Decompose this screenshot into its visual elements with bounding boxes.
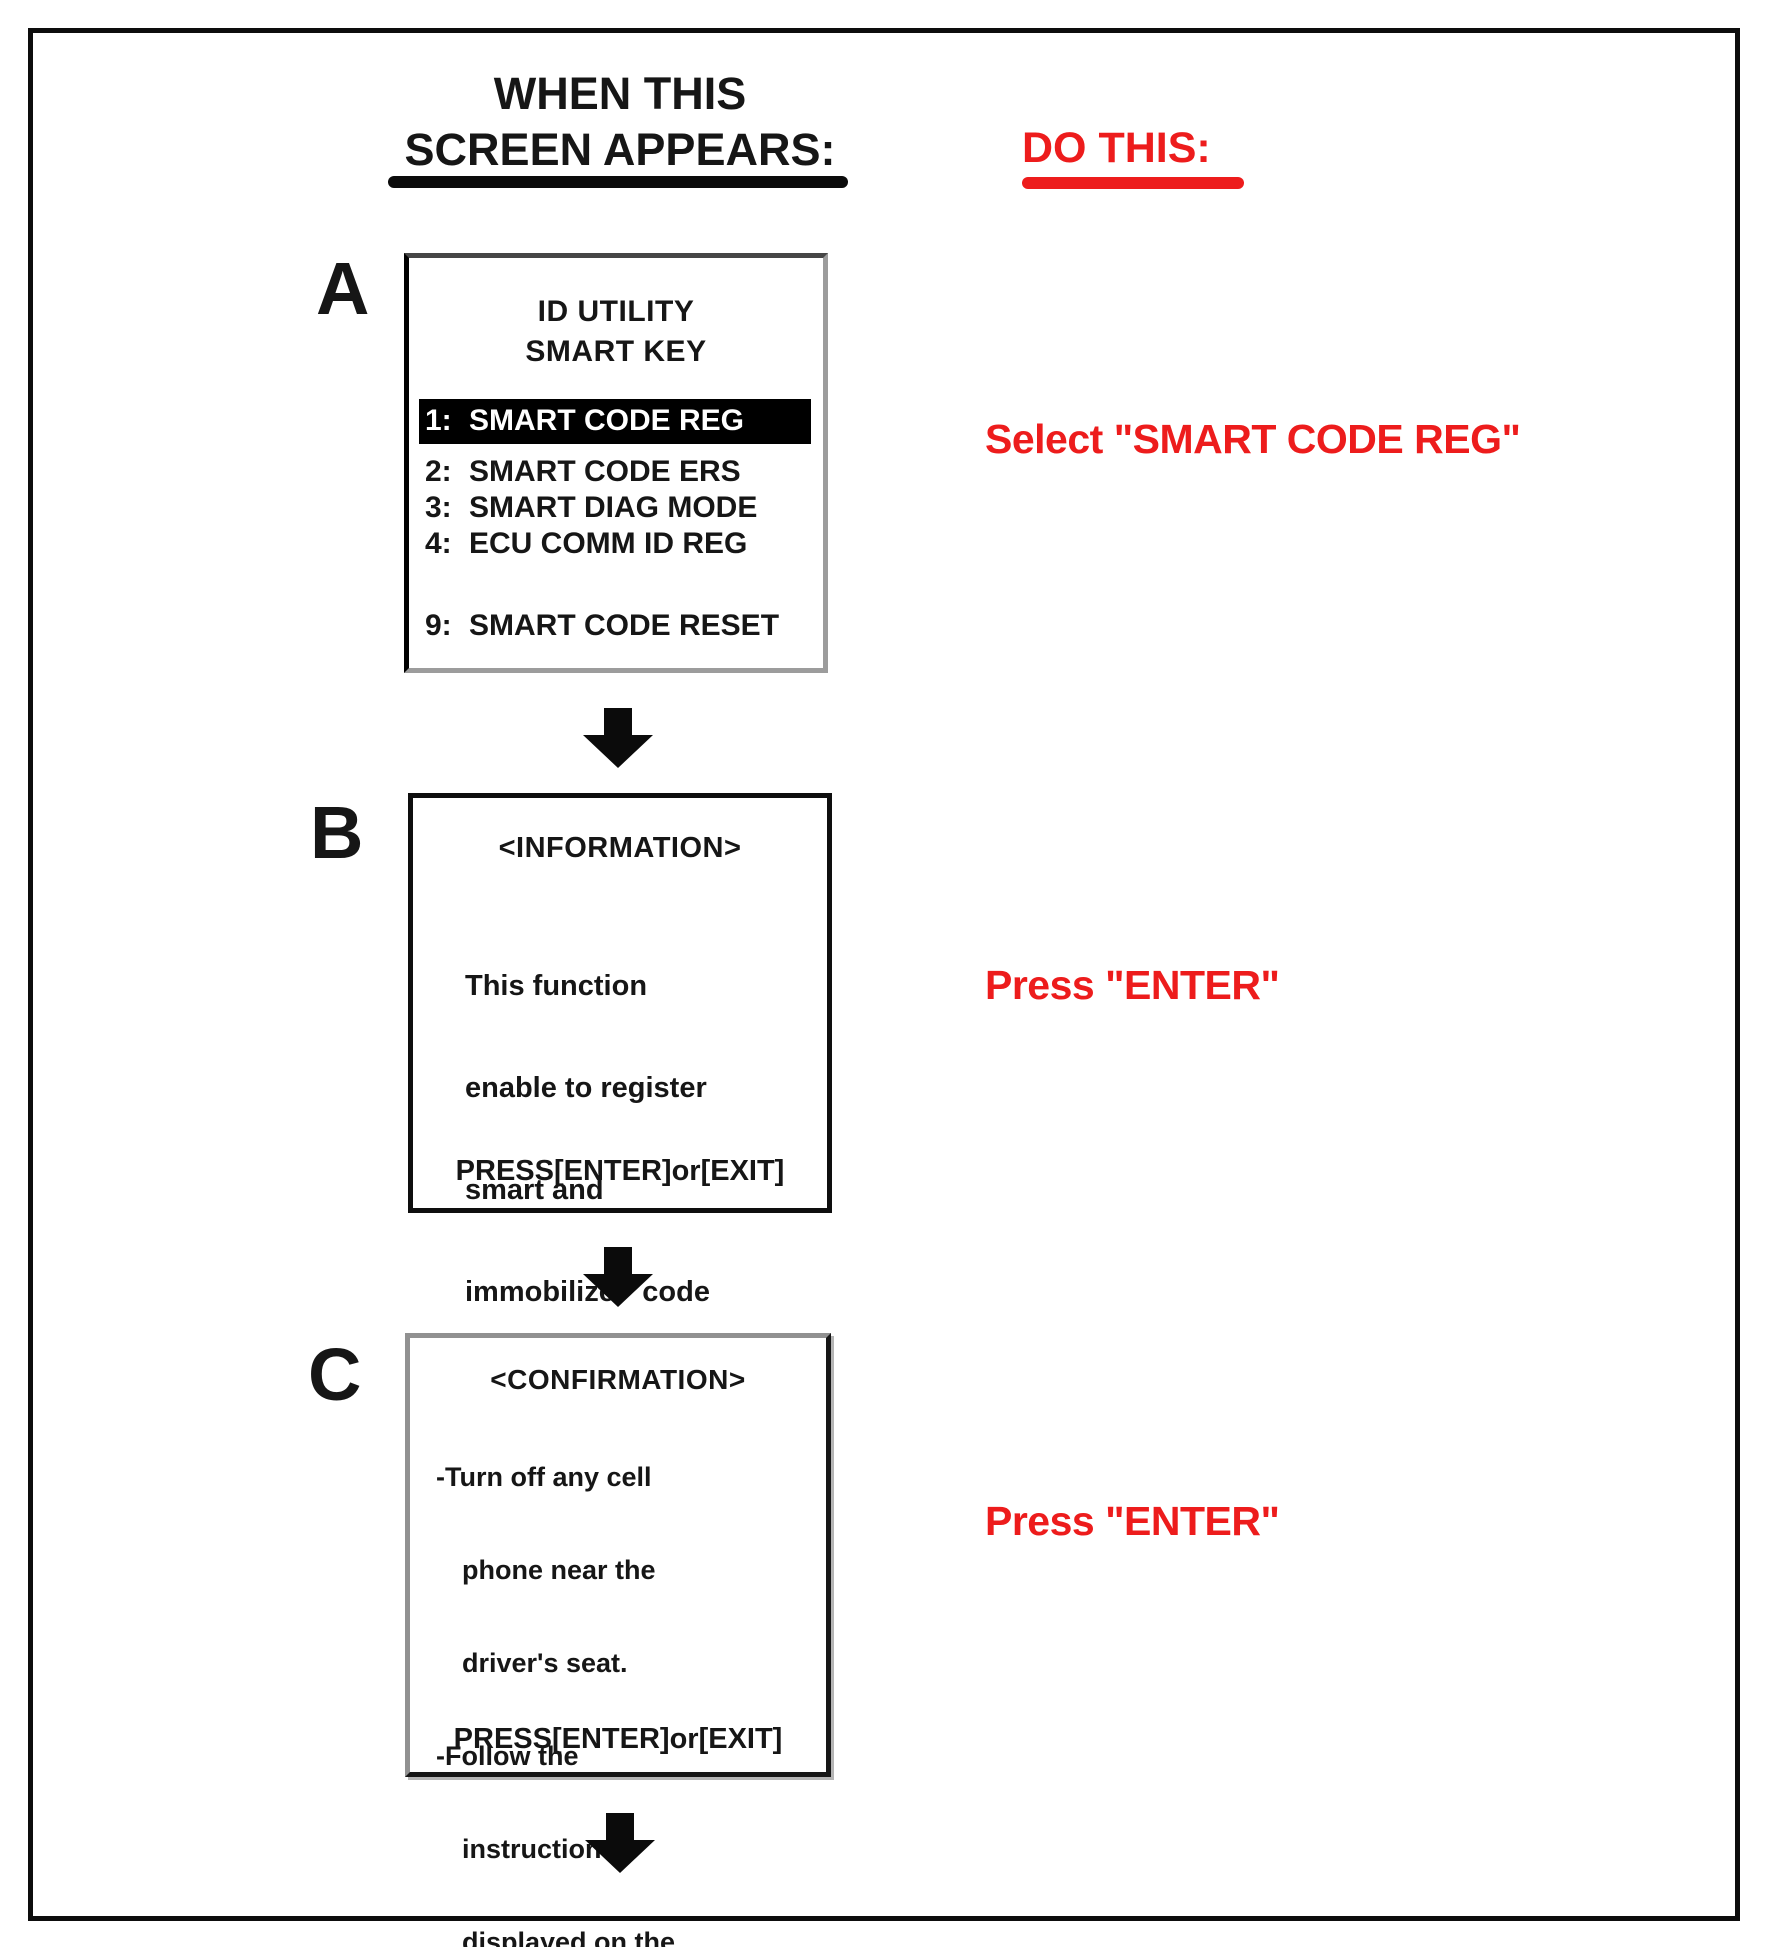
screen-c-body: -Turn off any cell phone near the driver… [410, 1400, 826, 1947]
screen-b-body-line: This function [465, 970, 648, 1002]
action-press-enter-b: Press "ENTER" [985, 962, 1280, 1008]
screen-c-line: driver's seat. [462, 1648, 628, 1678]
menu-item-number: 2: [425, 455, 452, 488]
screen-a-title-line2: SMART KEY [525, 335, 707, 368]
menu-item-label: ECU COMM ID REG [469, 527, 748, 560]
menu-item-number: 1: [425, 404, 452, 437]
menu-item-number: 4: [425, 527, 452, 560]
action-select-smart-code-reg: Select "SMART CODE REG" [985, 416, 1521, 462]
screen-a-title: ID UTILITY SMART KEY [409, 292, 823, 372]
down-arrow-icon [585, 1813, 655, 1873]
step-label-c: C [308, 1333, 361, 1416]
menu-item-number: 3: [425, 491, 452, 524]
menu-item-label: SMART CODE ERS [469, 455, 741, 488]
screen-c-footer-press-enter-or-exit: PRESS[ENTER]or[EXIT] [453, 1723, 783, 1755]
screen-a-id-utility: ID UTILITY SMART KEY 1: SMART CODE REG 2… [404, 253, 828, 673]
screen-c-line: displayed on the [462, 1927, 676, 1947]
screen-c-line: phone near the [462, 1555, 656, 1585]
down-arrow-icon [583, 708, 653, 768]
screen-c-line: -Turn off any cell [436, 1462, 652, 1492]
screen-c-line: -Follow the [436, 1741, 579, 1771]
heading-when-this-screen-appears: WHEN THIS SCREEN APPEARS: [320, 66, 920, 178]
heading-line-1: WHEN THIS [493, 68, 747, 119]
step-label-a: A [316, 247, 369, 330]
screen-b-title: <INFORMATION> [498, 832, 742, 864]
menu-item-label: SMART DIAG MODE [469, 491, 758, 524]
screen-b-body-line: smart and [465, 1174, 604, 1206]
menu-item-smart-code-reg: 1: SMART CODE REG [419, 399, 811, 444]
menu-item-smart-code-ers: 2: SMART CODE ERS [419, 455, 811, 489]
menu-item-smart-diag-mode: 3: SMART DIAG MODE [419, 491, 811, 525]
step-label-b: B [310, 791, 363, 874]
menu-item-label: SMART CODE RESET [469, 609, 780, 642]
heading-line-2: SCREEN APPEARS: [404, 124, 836, 175]
screen-b-information: <INFORMATION> This function enable to re… [408, 793, 832, 1410]
menu-item-number: 9: [425, 609, 452, 642]
screen-a-title-line1: ID UTILITY [537, 295, 695, 328]
action-press-enter-c: Press "ENTER" [985, 1498, 1280, 1544]
screen-c-title: <CONFIRMATION> [490, 1364, 746, 1395]
down-arrow-icon [583, 1247, 653, 1307]
menu-item-label: SMART CODE REG [469, 404, 745, 437]
menu-item-smart-code-reset: 9: SMART CODE RESET [419, 609, 811, 643]
heading-do-this: DO THIS: [1022, 124, 1211, 172]
menu-item-ecu-comm-id-reg: 4: ECU COMM ID REG [419, 527, 811, 561]
screen-b-footer-press-enter-or-exit: PRESS[ENTER]or[EXIT] [455, 1155, 785, 1187]
heading-underline-black [388, 176, 848, 188]
page-border-frame [28, 28, 1740, 1921]
screen-c-confirmation: <CONFIRMATION> -Turn off any cell phone … [405, 1333, 831, 1947]
heading-underline-red [1022, 177, 1244, 189]
screen-b-body-line: enable to register [465, 1072, 707, 1104]
